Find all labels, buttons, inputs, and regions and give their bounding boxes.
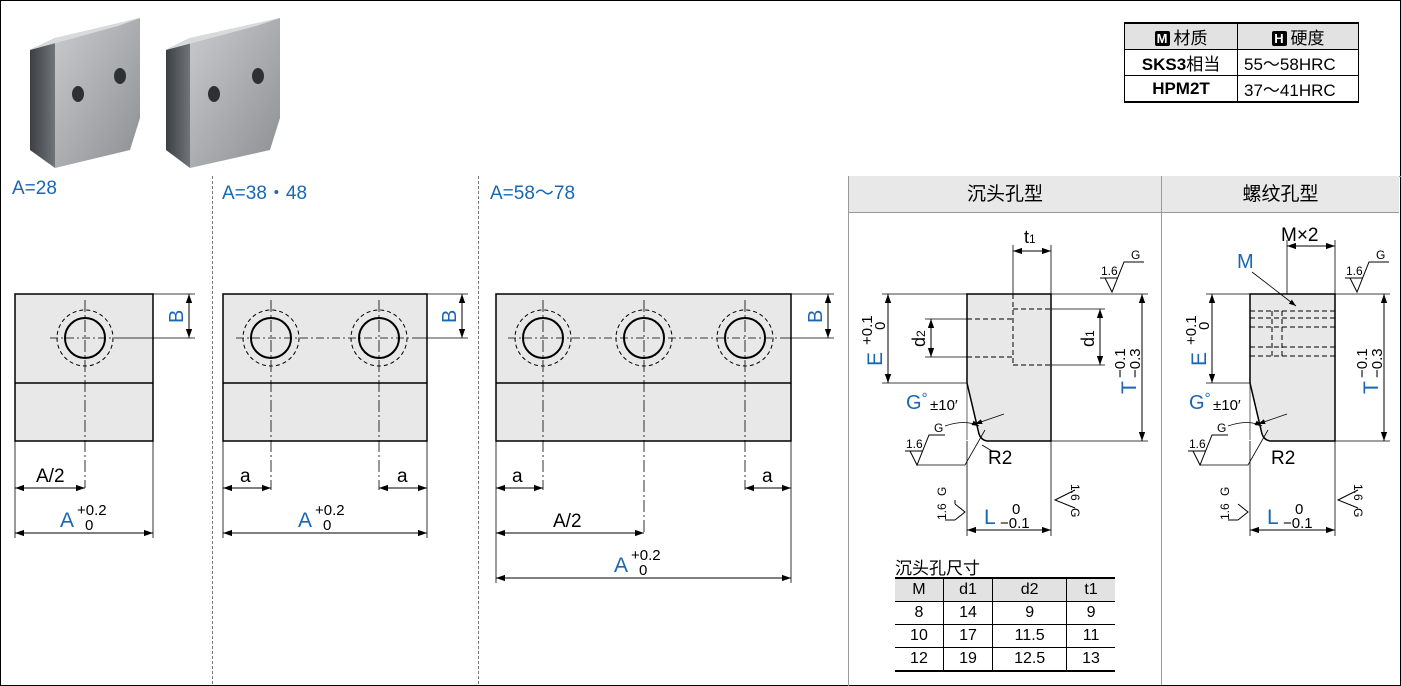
divider — [478, 176, 479, 684]
section-a58: A=58～78 — [490, 183, 576, 204]
table-row: 12 19 12.5 13 — [895, 647, 1115, 672]
dim-b: B — [439, 310, 461, 323]
block-a38 — [222, 293, 468, 538]
block-photo-2 — [166, 18, 280, 168]
roughness-g: G — [1217, 421, 1226, 435]
counterbore-panel-title: 沉头孔型 — [849, 176, 1161, 213]
roughness-g: G — [934, 421, 943, 435]
dim-r2: R2 — [1271, 448, 1295, 469]
dim-a-tol-lower: 0 — [639, 562, 647, 579]
dim-t1: t1 — [1024, 227, 1036, 247]
dim-d1: d1 — [1078, 330, 1098, 347]
dim-e: E — [864, 352, 887, 366]
dim-a-tol-upper: +0.2 — [315, 502, 345, 519]
section-a38: A=38・48 — [222, 183, 308, 204]
dim-a-tol-lower: 0 — [323, 517, 331, 534]
roughness-g: G — [1351, 508, 1365, 517]
dim-t: T — [1360, 381, 1383, 394]
dim-e-tol-lower: 0 — [872, 322, 889, 330]
dim-a-small: a — [240, 466, 251, 487]
dim-t-tol-lower: −0.3 — [1127, 348, 1144, 378]
dim-a: A — [298, 509, 312, 532]
roughness-label: 1.6 — [935, 503, 949, 520]
dim-l-tol-lower: −0.1 — [1283, 515, 1313, 532]
dim-a: A — [614, 554, 628, 577]
table-header-d2: d2 — [992, 577, 1068, 602]
roughness-label: 1.6 — [1189, 437, 1206, 451]
dim-a-tol-upper: +0.2 — [631, 547, 661, 564]
table-row: 8 14 9 9 — [895, 601, 1115, 625]
roughness-label: 1.6 — [1346, 264, 1363, 278]
dim-g-angle: G° — [1189, 390, 1211, 414]
dim-t-tol-lower: −0.3 — [1369, 348, 1386, 378]
roughness-g: G — [1068, 508, 1082, 517]
dim-g-angle: G° — [906, 390, 928, 414]
dim-a-small: a — [512, 466, 523, 487]
roughness-g: G — [1131, 248, 1140, 262]
dim-g-tol: ±10′ — [930, 397, 958, 414]
dim-e-tol-lower: 0 — [1196, 322, 1213, 330]
table-row: 10 17 11.5 11 — [895, 624, 1115, 648]
roughness-label: 1.6 — [1101, 264, 1118, 278]
dim-r2: R2 — [988, 448, 1012, 469]
roughness-label: 1.6 — [906, 437, 923, 451]
dim-m: M — [1237, 251, 1254, 273]
dim-a-tol-lower: 0 — [85, 517, 93, 534]
dim-b: B — [805, 310, 827, 323]
dim-a-tol-upper: +0.2 — [77, 502, 107, 519]
material-badge: M — [1154, 31, 1170, 46]
dim-e-tol-upper: +0.1 — [859, 315, 876, 345]
thread-panel-title: 螺纹孔型 — [1162, 176, 1399, 213]
roughness-g: G — [935, 487, 949, 496]
dim-t: T — [1118, 381, 1141, 394]
hardness-badge: H — [1271, 31, 1287, 46]
dim-a-small: a — [397, 466, 408, 487]
roughness-g: G — [1218, 487, 1232, 496]
dim-e-tol-upper: +0.1 — [1183, 315, 1200, 345]
dim-l-tol-lower: −0.1 — [1000, 515, 1030, 532]
dim-l: L — [984, 506, 996, 529]
table-header-m: M — [895, 577, 944, 602]
divider — [212, 176, 213, 684]
table-header-t1: t1 — [1066, 577, 1115, 602]
dim-d2: d2 — [909, 330, 929, 347]
dim-t-tol-upper: −0.1 — [1112, 348, 1129, 378]
roughness-g: G — [1376, 248, 1385, 262]
dim-b: B — [166, 310, 188, 323]
product-photos — [30, 18, 280, 168]
dim-e: E — [1188, 352, 1211, 366]
dim-a-small: a — [762, 466, 773, 487]
dim-a-half: A/2 — [553, 511, 582, 532]
counterbore-table: M d1 d2 t1 8 14 9 9 10 17 11.5 11 12 19 … — [895, 577, 1115, 672]
block-photo-1 — [30, 18, 140, 168]
thread-profile — [1188, 240, 1390, 536]
dim-a-half: A/2 — [36, 466, 65, 487]
table-row: SKS3相当 55～58HRC — [1124, 49, 1359, 76]
dim-a: A — [60, 509, 74, 532]
table-row: HPM2T 37～41HRC — [1124, 75, 1359, 103]
section-a28: A=28 — [12, 178, 57, 199]
panel-divider — [1161, 176, 1162, 685]
block-a28 — [14, 293, 195, 538]
table-header-d1: d1 — [942, 577, 994, 602]
counterbore-table-caption: 沉头孔尺寸 — [895, 559, 980, 578]
dim-l-tol-upper: 0 — [1012, 501, 1020, 518]
dim-l-tol-upper: 0 — [1295, 501, 1303, 518]
dim-g-tol: ±10′ — [1213, 397, 1241, 414]
block-a58 — [495, 293, 834, 583]
dim-l: L — [1267, 506, 1279, 529]
roughness-label: 1.6 — [1218, 503, 1232, 520]
roughness-label: 1.6 — [1068, 484, 1082, 501]
dim-t-tol-upper: −0.1 — [1354, 348, 1371, 378]
dim-m-x2: M×2 — [1281, 225, 1319, 246]
counterbore-profile — [882, 245, 1148, 536]
roughness-label: 1.6 — [1351, 484, 1365, 501]
